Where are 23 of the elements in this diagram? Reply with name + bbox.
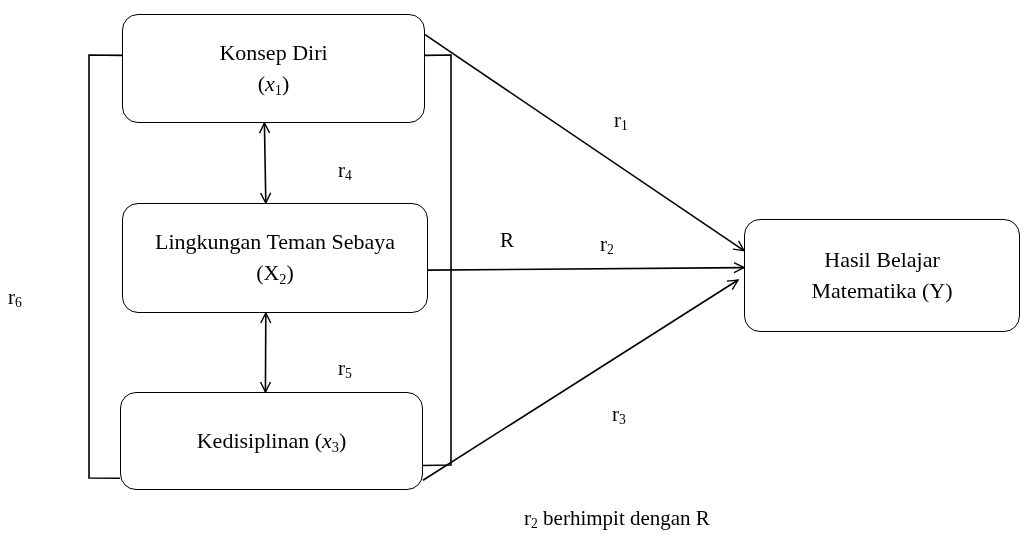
node-label: Kedisiplinan (x$_{3}$) xyxy=(196,426,347,457)
double-arrow xyxy=(258,122,272,204)
double-arrow xyxy=(259,312,272,393)
arrow xyxy=(424,33,745,252)
node-label: Konsep Diri (x$_{1}$) xyxy=(218,38,329,100)
coefficient-label: r$_{3}$ xyxy=(612,402,626,429)
coefficient-label: r$_{4}$ xyxy=(338,158,352,185)
coefficient-label: R xyxy=(500,228,514,253)
rounded-box xyxy=(120,392,423,490)
rounded-box xyxy=(122,203,428,313)
node-label: Hasil Belajar Matematika (Y) xyxy=(810,245,954,305)
coefficient-label: r$_{5}$ xyxy=(338,356,352,383)
bracket-line xyxy=(88,54,123,480)
coefficient-label: r$_{6}$ xyxy=(8,285,22,312)
rounded-box xyxy=(744,219,1020,332)
node-label: Lingkungan Teman Sebaya (X$_{2}$) xyxy=(155,228,395,289)
note-text: r$_{2}$ berhimpit dengan R xyxy=(524,506,710,533)
rounded-box xyxy=(122,14,425,123)
coefficient-label: r$_{2}$ xyxy=(600,232,614,259)
coefficient-label: r$_{1}$ xyxy=(614,108,628,135)
arrow xyxy=(422,279,739,481)
arrow xyxy=(427,261,745,274)
bracket-line xyxy=(422,54,452,467)
